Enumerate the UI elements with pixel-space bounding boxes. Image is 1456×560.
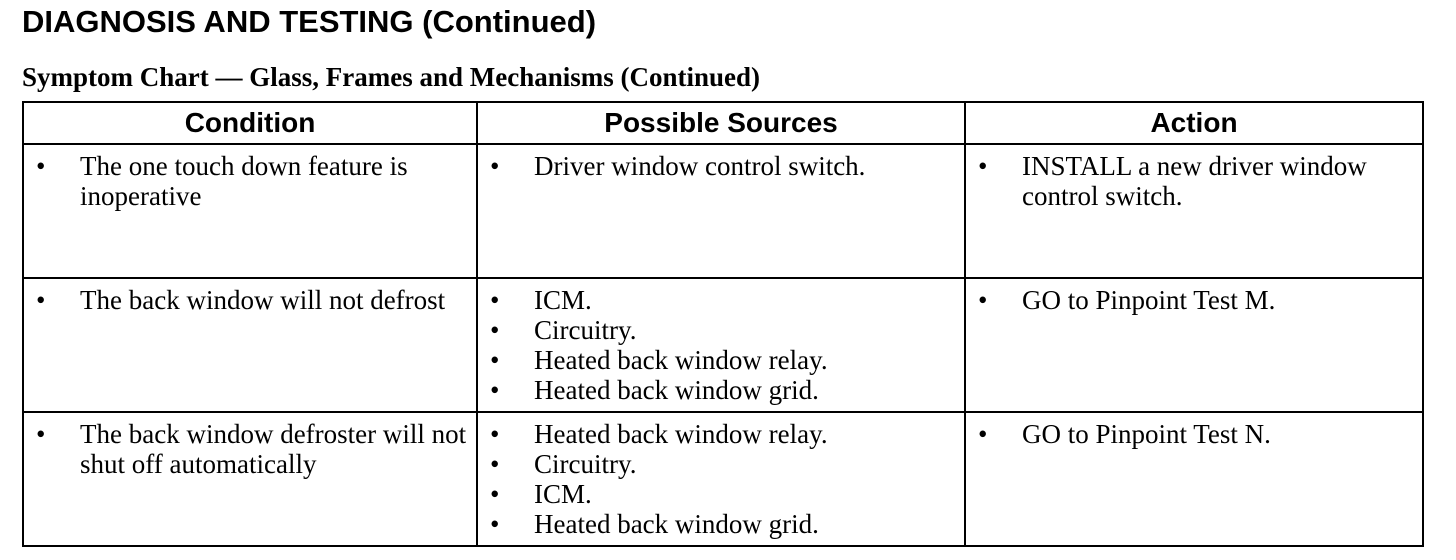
source-text: Driver window control switch. <box>534 151 866 181</box>
sources-list: • ICM. • Circuitry. • Heated back window… <box>478 279 964 405</box>
bullet-icon: • <box>490 375 500 405</box>
symptom-table: Condition Possible Sources Action • The … <box>22 101 1424 547</box>
bullet-icon: • <box>490 509 500 539</box>
list-item: • Driver window control switch. <box>490 151 956 181</box>
bullet-icon: • <box>36 419 46 449</box>
condition-cell: • The back window will not defrost <box>22 277 478 413</box>
list-item: • Heated back window relay. <box>490 419 956 449</box>
condition-text: The back window defroster will not shut … <box>80 419 467 479</box>
list-item: • GO to Pinpoint Test M. <box>978 285 1414 315</box>
bullet-icon: • <box>490 419 500 449</box>
list-item: • Circuitry. <box>490 315 956 345</box>
action-text: INSTALL a new driver window control swit… <box>1022 151 1367 211</box>
sources-cell: • Heated back window relay. • Circuitry.… <box>476 411 966 547</box>
sources-list: • Driver window control switch. <box>478 145 964 181</box>
source-text: Heated back window grid. <box>534 375 819 405</box>
condition-list: • The back window defroster will not shu… <box>24 413 476 479</box>
table-row: • The back window will not defrost • ICM… <box>22 277 1424 413</box>
header-row: Condition Possible Sources Action <box>22 101 1424 145</box>
source-text: ICM. <box>534 285 592 315</box>
bullet-icon: • <box>36 285 46 315</box>
action-cell: • GO to Pinpoint Test N. <box>964 411 1424 547</box>
source-text: Circuitry. <box>534 449 637 479</box>
source-text: Heated back window relay. <box>534 345 828 375</box>
list-item: • The back window defroster will not shu… <box>36 419 468 479</box>
list-item: • GO to Pinpoint Test N. <box>978 419 1414 449</box>
header-action: Action <box>964 101 1424 145</box>
action-text: GO to Pinpoint Test N. <box>1022 419 1271 449</box>
bullet-icon: • <box>490 315 500 345</box>
sources-list: • Heated back window relay. • Circuitry.… <box>478 413 964 539</box>
list-item: • Circuitry. <box>490 449 956 479</box>
list-item: • INSTALL a new driver window control sw… <box>978 151 1414 211</box>
action-cell: • GO to Pinpoint Test M. <box>964 277 1424 413</box>
bullet-icon: • <box>978 285 988 315</box>
list-item: • The one touch down feature is inoperat… <box>36 151 468 211</box>
condition-text: The one touch down feature is inoperativ… <box>80 151 408 211</box>
list-item: • Heated back window relay. <box>490 345 956 375</box>
header-condition: Condition <box>22 101 478 145</box>
condition-list: • The one touch down feature is inoperat… <box>24 145 476 211</box>
source-text: ICM. <box>534 479 592 509</box>
sources-cell: • ICM. • Circuitry. • Heated back window… <box>476 277 966 413</box>
bullet-icon: • <box>490 151 500 181</box>
bullet-icon: • <box>490 479 500 509</box>
bullet-icon: • <box>36 151 46 181</box>
condition-list: • The back window will not defrost <box>24 279 476 315</box>
source-text: Heated back window relay. <box>534 419 828 449</box>
list-item: • The back window will not defrost <box>36 285 468 315</box>
page-heading: DIAGNOSIS AND TESTING (Continued) <box>22 4 597 39</box>
chart-title: Symptom Chart — Glass, Frames and Mechan… <box>22 62 761 92</box>
table-row: • The one touch down feature is inoperat… <box>22 143 1424 279</box>
list-item: • ICM. <box>490 479 956 509</box>
table-row: • The back window defroster will not shu… <box>22 411 1424 547</box>
action-list: • GO to Pinpoint Test M. <box>966 279 1422 315</box>
source-text: Circuitry. <box>534 315 637 345</box>
list-item: • ICM. <box>490 285 956 315</box>
bullet-icon: • <box>490 285 500 315</box>
action-text: GO to Pinpoint Test M. <box>1022 285 1276 315</box>
action-list: • GO to Pinpoint Test N. <box>966 413 1422 449</box>
source-text: Heated back window grid. <box>534 509 819 539</box>
list-item: • Heated back window grid. <box>490 375 956 405</box>
condition-text: The back window will not defrost <box>80 285 446 315</box>
action-cell: • INSTALL a new driver window control sw… <box>964 143 1424 279</box>
bullet-icon: • <box>490 345 500 375</box>
list-item: • Heated back window grid. <box>490 509 956 539</box>
bullet-icon: • <box>978 151 988 181</box>
condition-cell: • The back window defroster will not shu… <box>22 411 478 547</box>
bullet-icon: • <box>490 449 500 479</box>
bullet-icon: • <box>978 419 988 449</box>
sources-cell: • Driver window control switch. <box>476 143 966 279</box>
header-possible-sources: Possible Sources <box>476 101 966 145</box>
condition-cell: • The one touch down feature is inoperat… <box>22 143 478 279</box>
action-list: • INSTALL a new driver window control sw… <box>966 145 1422 211</box>
